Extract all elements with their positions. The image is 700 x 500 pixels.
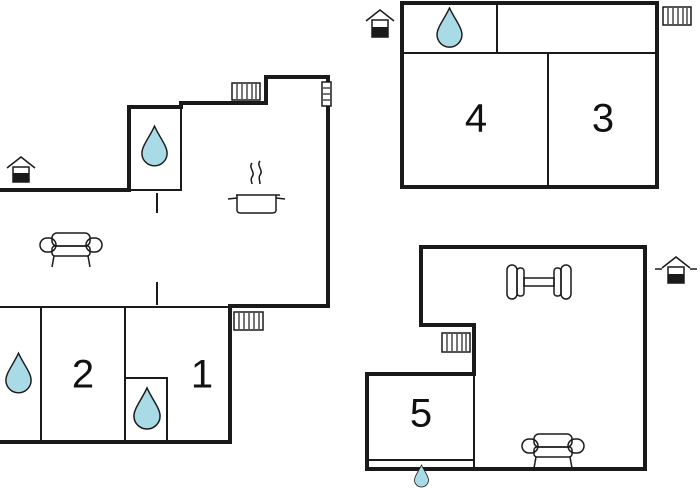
water-drop-icon	[436, 7, 463, 48]
room-5-label: 5	[410, 392, 432, 436]
entrance-icon	[365, 9, 395, 38]
water-drop-icon	[5, 352, 32, 394]
radiator-icon	[231, 82, 261, 101]
cooking-pot-icon	[227, 160, 286, 214]
entrance-icon	[6, 156, 36, 183]
radiator-icon	[233, 311, 264, 331]
bottom-right-unit: 5	[365, 245, 697, 488]
sofa-icon	[39, 232, 103, 268]
left-unit: 2 1	[0, 75, 332, 444]
bathroom-upper-left	[128, 106, 182, 191]
bathroom-room-1	[124, 377, 168, 443]
sofa-icon	[521, 433, 585, 469]
room-1-label: 1	[191, 353, 213, 397]
dumbbell-icon	[506, 264, 572, 300]
water-drop-icon	[133, 387, 161, 430]
water-drop-icon	[141, 125, 168, 167]
entrance-icon	[655, 256, 697, 284]
room-3-label: 3	[592, 97, 614, 141]
room-2-label: 2	[72, 353, 94, 397]
top-right-unit: 4 3	[365, 1, 692, 189]
room-4-label: 4	[465, 97, 487, 141]
radiator-icon	[441, 332, 471, 353]
radiator-icon	[321, 81, 332, 107]
radiator-icon	[662, 6, 692, 26]
